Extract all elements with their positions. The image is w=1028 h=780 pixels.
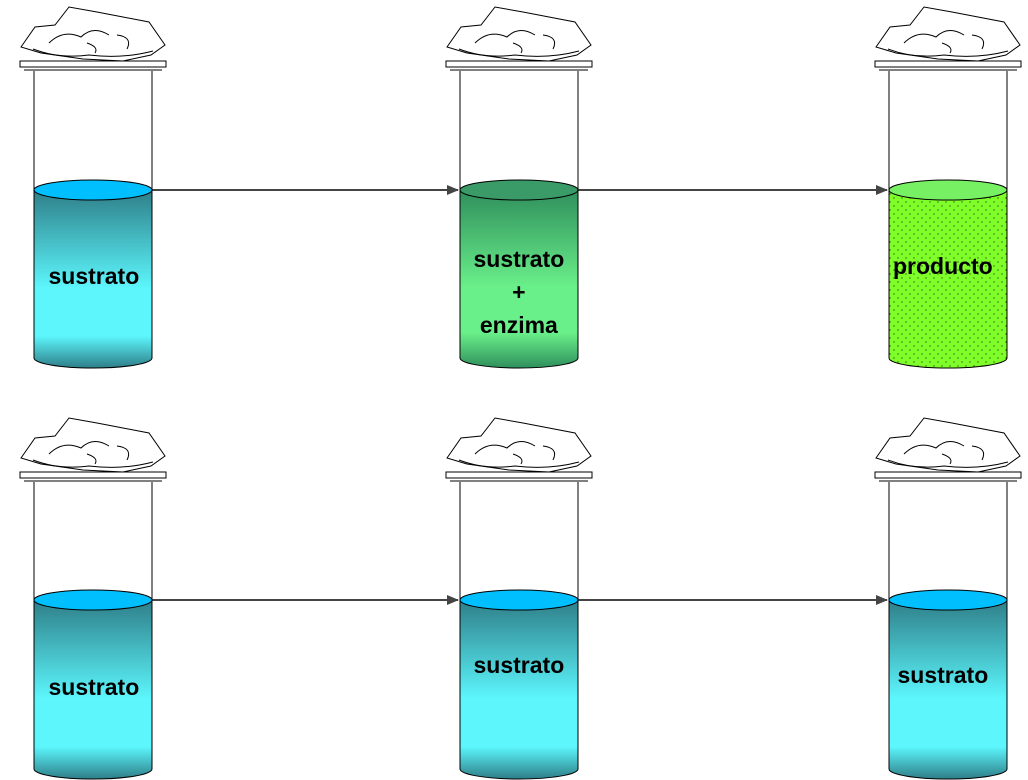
liquid-surface [459, 179, 579, 201]
test-tube [19, 6, 167, 369]
tube-label-line: sustrato [473, 245, 565, 272]
tube-cover [445, 417, 593, 482]
tube-label-line: sustrato [48, 673, 140, 700]
liquid-surface [888, 589, 1008, 611]
test-tube [19, 417, 167, 780]
tube-label: sustrato [48, 262, 140, 289]
tube-label-line: sustrato [897, 661, 989, 688]
tube-label-line: producto [893, 252, 993, 279]
test-tube [874, 6, 1022, 369]
tube-label-line: sustrato [473, 651, 565, 678]
liquid-surface [33, 589, 153, 611]
liquid-product [888, 189, 1008, 369]
test-tube [445, 6, 593, 369]
liquid-mix [459, 189, 579, 369]
tube-cover [874, 6, 1022, 71]
liquid-substrate [459, 599, 579, 780]
liquid-substrate [33, 599, 153, 780]
tube-label: sustrato [473, 651, 565, 678]
liquid-surface [888, 179, 1008, 201]
liquid-substrate [888, 599, 1008, 780]
arrows-layer [152, 185, 888, 605]
tube-label: sustrato [48, 673, 140, 700]
tube-label: producto [893, 252, 993, 279]
tube-label-line: + [512, 278, 526, 305]
tube-cover [19, 417, 167, 482]
tube-label-line: enzima [479, 311, 558, 338]
tube-label-line: sustrato [48, 262, 140, 289]
test-tube [874, 417, 1022, 780]
tube-cover [874, 417, 1022, 482]
test-tube [445, 417, 593, 780]
tube-label: sustrato [897, 661, 989, 688]
liquid-surface [459, 589, 579, 611]
liquid-substrate [33, 189, 153, 369]
tubes-layer [19, 6, 1022, 780]
tube-cover [19, 6, 167, 71]
tube-label: sustrato + enzima [473, 245, 565, 338]
liquid-surface [33, 179, 153, 201]
tube-cover [445, 6, 593, 71]
